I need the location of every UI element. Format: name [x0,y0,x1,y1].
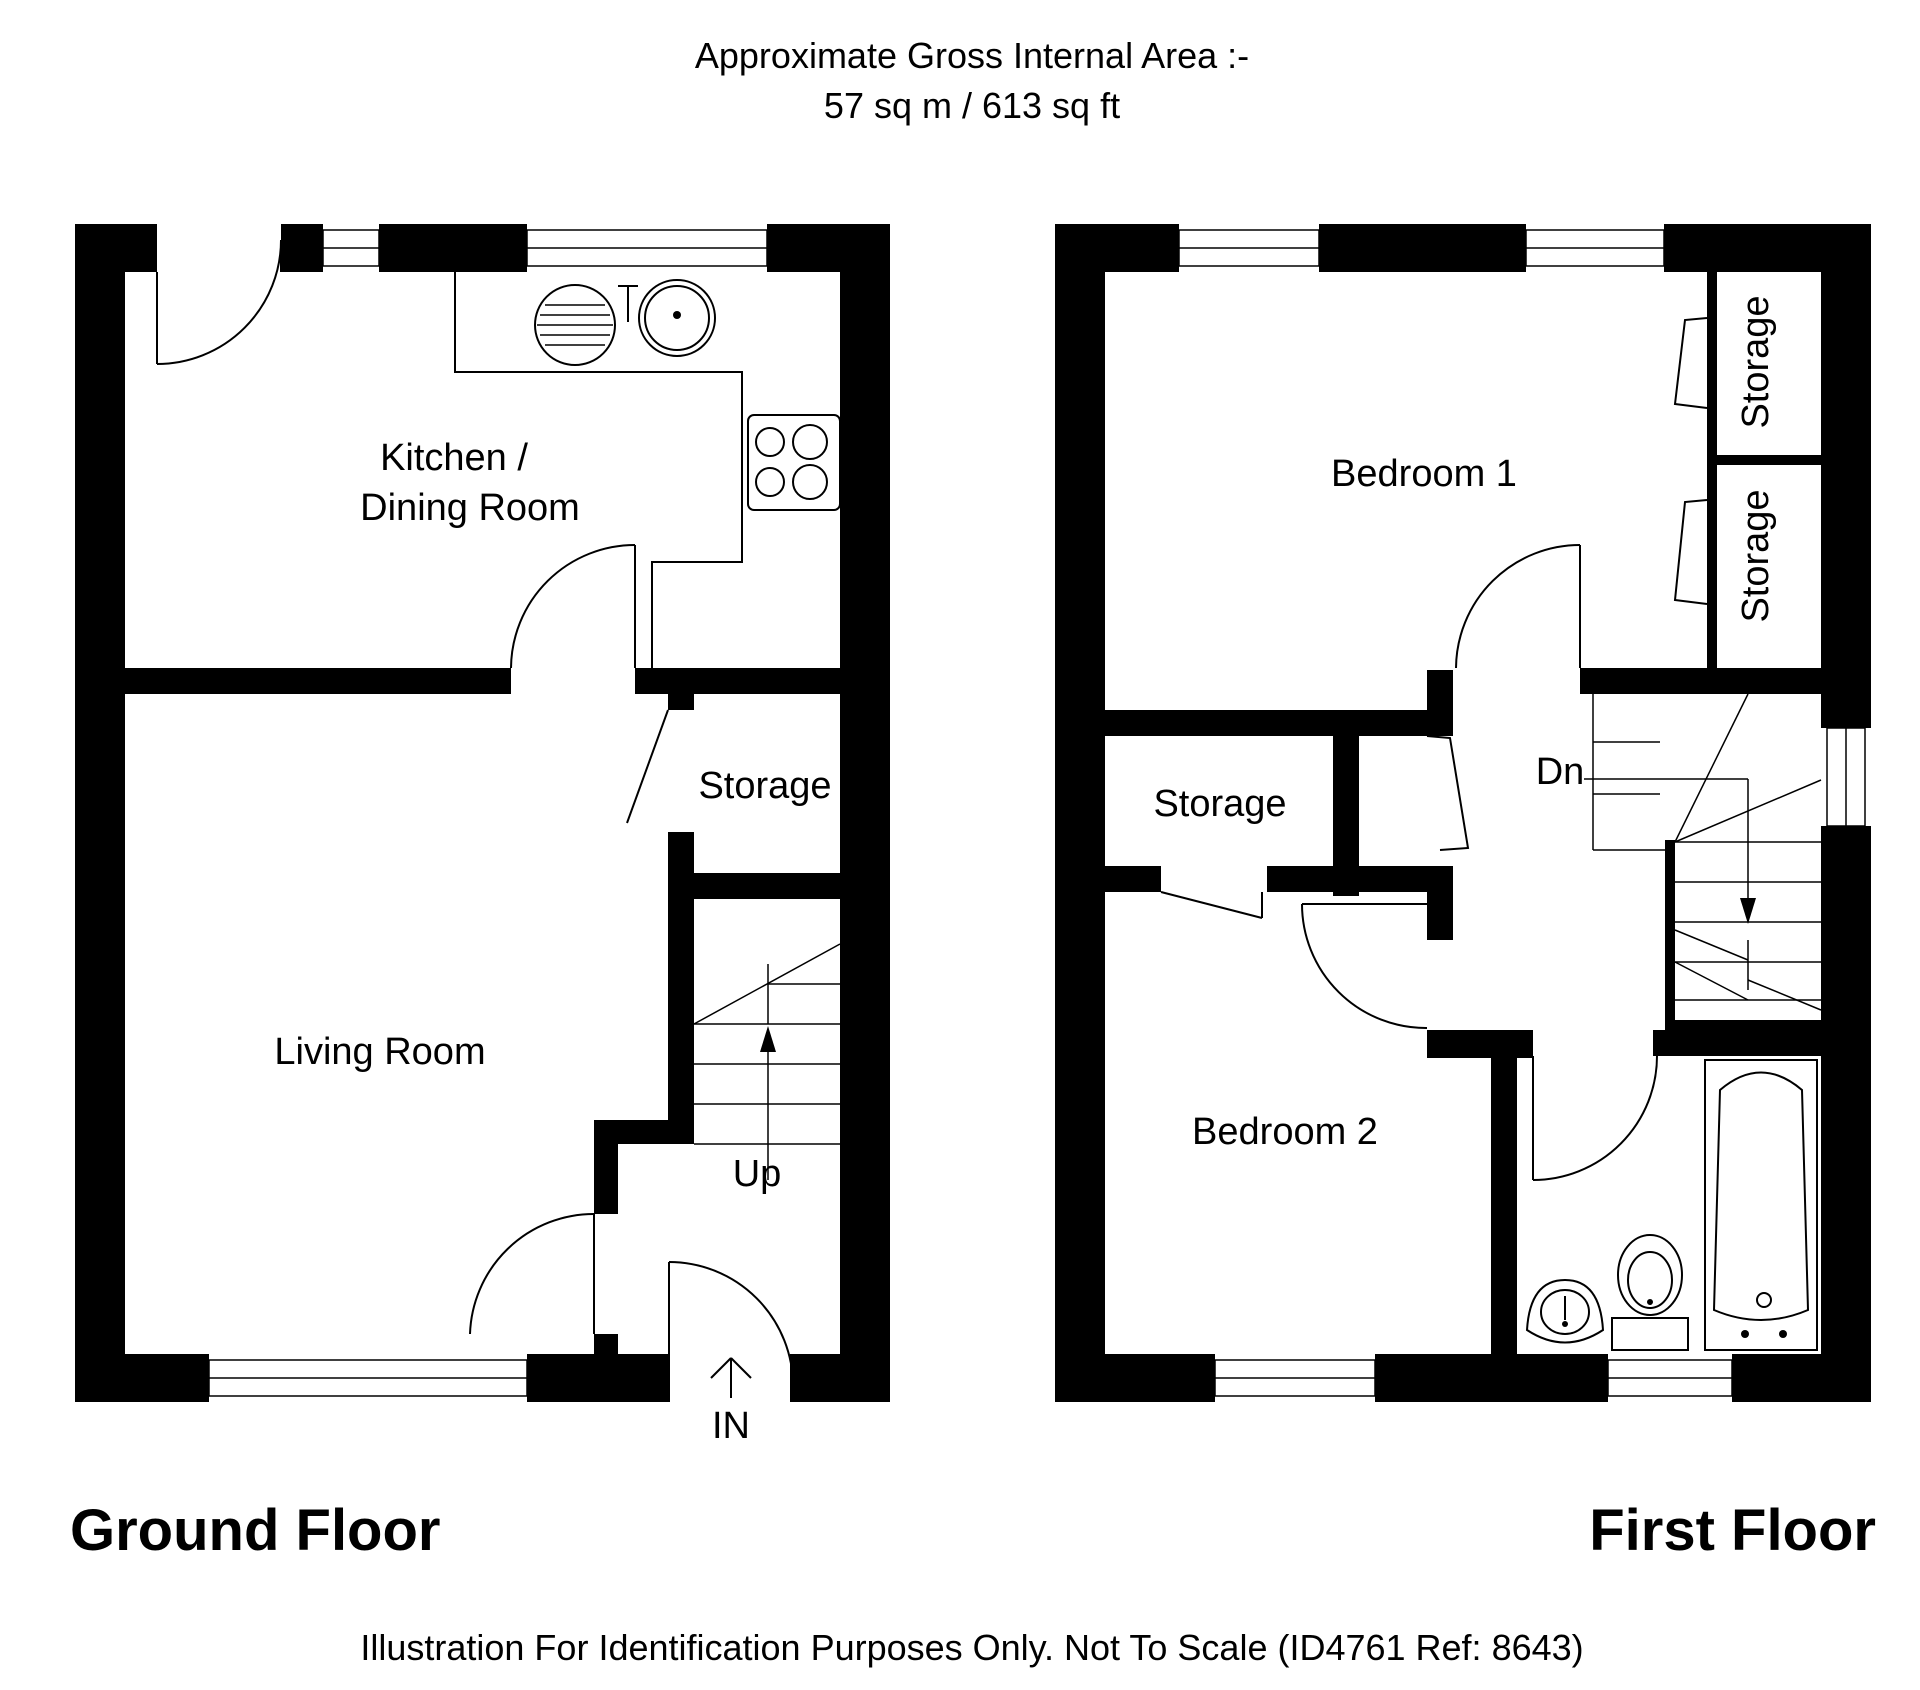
living-room-label: Living Room [274,1031,485,1073]
area-value: 57 sq m / 613 sq ft [824,85,1120,126]
ground-floor-label: Ground Floor [70,1498,441,1563]
bathtub-icon [1704,1059,1818,1351]
disclaimer: Illustration For Identification Purposes… [360,1627,1583,1668]
kitchen-sink-icon [534,279,716,366]
storage-mid-label: Storage [1735,489,1777,622]
kitchen-label-line1: Kitchen / [380,437,528,479]
first-floor-plan: Dn Bedroom 1 Bedroom 2 Storage Storage S… [1055,224,1871,1402]
toilet-icon [1611,1234,1689,1351]
first-floor-label: First Floor [1589,1498,1876,1563]
first-floor-doors [1160,317,1708,1181]
stairs-up-label: Up [733,1153,782,1195]
entrance-arrow-icon [710,1357,752,1398]
bedroom2-label: Bedroom 2 [1192,1111,1378,1153]
ground-floor-windows [208,229,768,1397]
area-label: Approximate Gross Internal Area :- [695,35,1249,76]
first-storage-label: Storage [1153,783,1286,825]
hob-icon [747,414,841,511]
storage-top-label: Storage [1735,295,1777,428]
first-floor-walls [1055,224,1871,1402]
stairs-down-label: Dn [1536,751,1585,793]
entrance-label: IN [712,1405,750,1447]
basin-icon [1525,1278,1605,1344]
bedroom1-label: Bedroom 1 [1331,453,1517,495]
ground-floor-stairs [693,943,841,1180]
kitchen-label-line2: Dining Room [360,487,580,529]
ground-floor-walls [75,224,890,1402]
first-floor-stairs [1584,693,1822,1011]
ground-floor-plan: Up IN Kitchen / Dining Room Living Room … [75,224,890,1447]
ground-floor-doors [156,239,794,1402]
first-floor-windows [1178,229,1866,1397]
ground-storage-label: Storage [698,765,831,807]
